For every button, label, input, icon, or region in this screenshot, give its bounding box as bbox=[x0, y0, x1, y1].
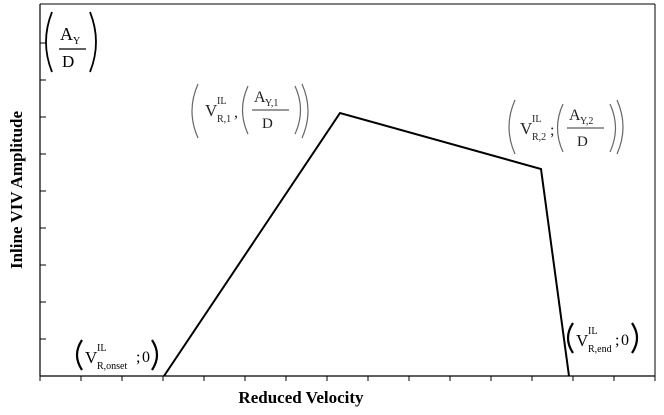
y-axis-title: Inline VIV Amplitude bbox=[7, 111, 26, 270]
v: V bbox=[576, 331, 589, 350]
denominator: D bbox=[62, 52, 74, 71]
point-label-peak-1: V IL R,1 , A Y,1 D bbox=[191, 83, 309, 139]
numerator-sub: Y,2 bbox=[580, 116, 593, 127]
v-sup: IL bbox=[588, 326, 597, 337]
value: 0 bbox=[142, 349, 150, 366]
y-axis-unit-label: A Y D bbox=[45, 11, 97, 73]
numerator: A bbox=[254, 89, 266, 106]
right-paren bbox=[89, 11, 97, 73]
outer-right-paren bbox=[616, 99, 624, 155]
v: V bbox=[520, 119, 533, 138]
denominator: D bbox=[577, 134, 588, 150]
inner-right-paren bbox=[609, 103, 617, 153]
y-ticks bbox=[40, 42, 46, 377]
inner-left-paren bbox=[241, 85, 249, 135]
inner-left-paren bbox=[556, 103, 564, 153]
response-curve bbox=[163, 111, 570, 377]
numerator: A bbox=[569, 107, 581, 124]
right-paren bbox=[151, 339, 159, 371]
numerator-sub: Y bbox=[73, 36, 80, 47]
v-sub: R,end bbox=[588, 344, 612, 355]
point-label-end: V IL R,end ; 0 bbox=[566, 322, 639, 355]
inner-right-paren bbox=[294, 85, 302, 135]
left-paren bbox=[45, 11, 53, 73]
separator: , bbox=[234, 104, 238, 121]
numerator-sub: Y,1 bbox=[265, 98, 278, 109]
v-sup: IL bbox=[532, 114, 541, 125]
outer-right-paren bbox=[301, 83, 309, 139]
v: V bbox=[205, 101, 218, 120]
x-ticks bbox=[39, 376, 656, 381]
v-sub: R,onset bbox=[97, 361, 128, 372]
numerator: A bbox=[60, 24, 73, 44]
denominator: D bbox=[262, 116, 273, 132]
left-paren bbox=[75, 339, 83, 371]
outer-left-paren bbox=[191, 83, 199, 139]
separator: ; bbox=[136, 349, 140, 366]
v: V bbox=[85, 348, 98, 367]
point-label-peak-2: V IL R,2 ; A Y,2 D bbox=[508, 99, 624, 155]
x-axis-title: Reduced Velocity bbox=[238, 388, 364, 407]
value: 0 bbox=[621, 332, 629, 349]
left-paren bbox=[566, 322, 574, 354]
v-sup: IL bbox=[97, 343, 106, 354]
outer-left-paren bbox=[508, 99, 516, 155]
separator: ; bbox=[550, 122, 554, 139]
v-sub: R,1 bbox=[217, 114, 231, 125]
right-paren bbox=[631, 322, 639, 354]
point-label-onset: V IL R,onset ; 0 bbox=[75, 339, 159, 372]
v-sub: R,2 bbox=[532, 132, 546, 143]
v-sup: IL bbox=[217, 96, 226, 107]
separator: ; bbox=[615, 332, 619, 349]
